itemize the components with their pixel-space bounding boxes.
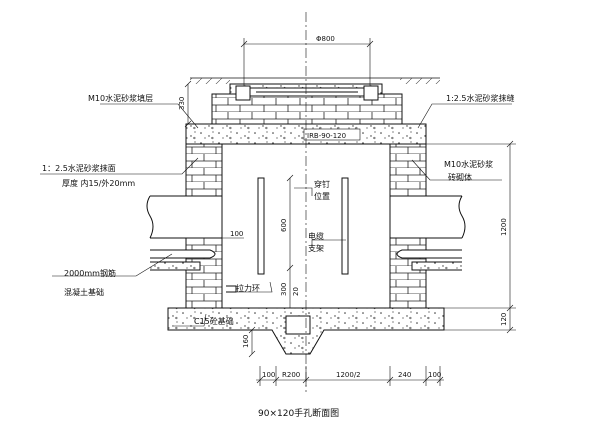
dim-top-width	[240, 38, 374, 86]
label-nail-2: 位置	[314, 191, 330, 201]
dim-1200-right-label: 1200	[500, 218, 508, 236]
dim-right	[426, 140, 516, 334]
pipe-base-right	[396, 249, 462, 271]
right-pipe	[389, 195, 466, 239]
dim-160-label: 160	[242, 335, 250, 348]
dim-330	[184, 80, 192, 128]
sump	[285, 315, 311, 335]
label-nail-1: 穿钉	[314, 179, 330, 189]
cable-bracket-right	[341, 177, 349, 275]
label-m10-plaster: M10水泥砂浆填层	[88, 93, 153, 103]
dim-bottom-r200: R200	[282, 371, 300, 379]
cover-label: IRB-90-120	[307, 132, 346, 140]
dim-20-label: 20	[292, 287, 300, 296]
manhole-frame	[211, 83, 403, 125]
dim-top-width-label: Φ800	[316, 35, 335, 43]
dim-bottom-100-left: 100	[262, 371, 275, 379]
label-cable-1: 电缆	[308, 231, 324, 241]
dim-120-right-label: 120	[500, 313, 508, 326]
label-m10-wall-2: 砖砌体	[448, 172, 472, 182]
leader-lines	[40, 103, 512, 327]
dim-bottom-chain	[256, 366, 444, 386]
dim-300-label: 300	[280, 283, 288, 296]
dim-bottom-240: 240	[398, 371, 411, 379]
ground-surface	[190, 77, 440, 84]
drawing-caption: 90×120手孔断面图	[258, 407, 339, 419]
pull-ring	[226, 285, 237, 293]
dim-bottom-half: 1200/2	[336, 371, 361, 379]
label-cable-2: 支架	[308, 243, 324, 253]
left-pipe	[146, 195, 223, 239]
label-pipe-2: 混凝土基础	[64, 287, 104, 297]
pipe-base-left	[150, 249, 216, 271]
dim-bottom-100-right: 100	[428, 371, 441, 379]
nail-bar-left	[257, 177, 265, 275]
dim-600-label: 600	[280, 219, 288, 232]
label-mortar-plaster: 1：2.5水泥砂浆抹面	[42, 163, 116, 173]
dim-160	[248, 326, 256, 358]
cover-label-box	[303, 128, 361, 141]
label-c15: C15砼基础	[194, 316, 234, 326]
label-thickness: 厚度 内15/外20mm	[62, 178, 135, 188]
dim-330-label: 330	[178, 97, 186, 110]
dim-100-label: 100	[230, 230, 243, 238]
chamber-interior	[221, 143, 391, 309]
label-m10-wall-1: M10水泥砂浆	[444, 159, 493, 169]
label-pull-ring: 拉力环	[236, 283, 260, 293]
label-mortar-joint: 1:2.5水泥砂浆抹缝	[446, 93, 515, 103]
label-pipe-1: 2000mm钢筋	[64, 268, 116, 278]
